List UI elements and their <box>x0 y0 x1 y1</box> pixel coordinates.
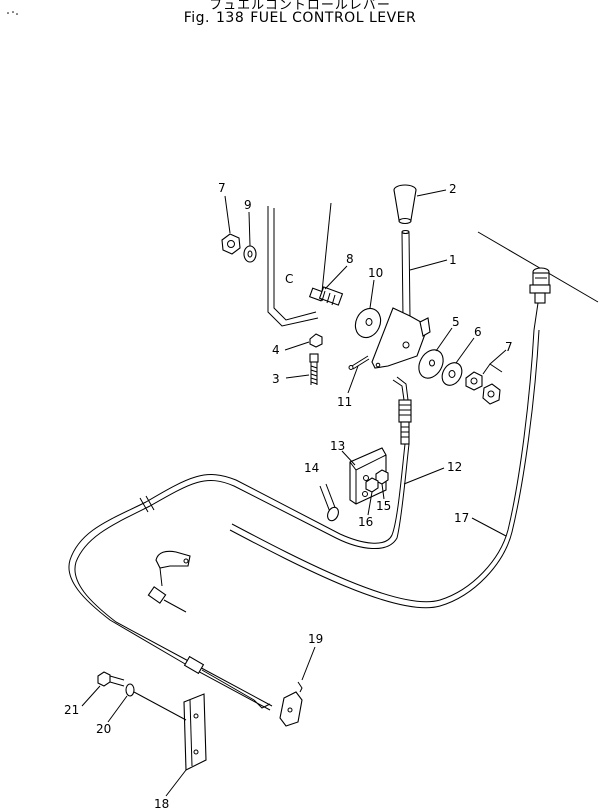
callout-13: 13 <box>330 439 345 453</box>
callout-11: 11 <box>337 395 352 409</box>
callout-4: 4 <box>272 343 280 357</box>
cable-end-fitting-lower <box>147 586 187 613</box>
nut-part-4 <box>309 333 323 348</box>
japanese-title: フュエルコントロールレバー <box>209 0 391 13</box>
disc-part-10 <box>354 307 382 339</box>
reference-line <box>477 231 599 303</box>
bracket-part-18 <box>183 693 207 771</box>
leader-4 <box>284 341 310 351</box>
figure-label: Fig. <box>183 10 210 26</box>
leader-17 <box>471 517 507 537</box>
bolt-part-14 <box>319 483 339 522</box>
leader-7-top <box>224 195 231 234</box>
callout-7-right: 7 <box>505 340 513 354</box>
callout-20: 20 <box>96 722 111 736</box>
leader-15 <box>381 483 385 500</box>
leader-11 <box>347 365 359 394</box>
link-lever-lower <box>155 550 191 587</box>
leader-8 <box>324 265 348 290</box>
callout-7-top: 7 <box>218 181 226 195</box>
figure-title-line: Fig. 138 FUEL CONTROL LEVER <box>0 10 600 26</box>
leader-1 <box>409 259 448 271</box>
leader-9 <box>248 211 251 247</box>
cable-end-fitting-middle <box>183 655 271 709</box>
nut-part-7-right <box>465 363 503 405</box>
callout-9: 9 <box>244 198 252 212</box>
callout-19: 19 <box>308 632 323 646</box>
knob-part-2 <box>393 184 417 225</box>
callout-1: 1 <box>449 253 457 267</box>
leader-10 <box>369 279 375 309</box>
assembly-line-20-18 <box>133 691 187 721</box>
scan-marks <box>7 11 18 15</box>
leader-12 <box>403 467 445 485</box>
cotter-pin-part-11 <box>348 355 370 370</box>
callout-6: 6 <box>474 325 482 339</box>
washer-part-6 <box>441 362 463 386</box>
leader-21 <box>81 685 101 707</box>
bolt-part-3 <box>309 353 319 385</box>
leader-2 <box>416 189 447 197</box>
leader-20 <box>107 695 128 723</box>
callout-12: 12 <box>447 460 462 474</box>
callout-17: 17 <box>454 511 469 525</box>
callout-21: 21 <box>64 703 79 717</box>
callout-labels: 1 2 3 4 5 6 7 7 8 9 10 11 12 13 14 15 16… <box>64 181 513 811</box>
control-cable-run <box>68 443 410 711</box>
callout-10: 10 <box>368 266 383 280</box>
nut-part-16 <box>365 477 379 493</box>
lever-part-1 <box>371 229 431 369</box>
leader-5 <box>435 327 453 352</box>
leader-3 <box>285 374 310 379</box>
bolt-part-21 <box>97 671 125 687</box>
clevis-part-19 <box>279 681 303 727</box>
leader-6 <box>455 337 475 364</box>
leader-7-right <box>489 349 507 365</box>
callout-18: 18 <box>154 797 169 811</box>
bracket-mark: C <box>285 272 293 286</box>
frame-plate: C <box>267 202 332 327</box>
nut-part-7-top <box>221 233 241 255</box>
figure-number: 138 <box>216 10 245 26</box>
callout-5: 5 <box>452 315 460 329</box>
callout-2: 2 <box>449 182 457 196</box>
figure-title: FUEL CONTROL LEVER <box>250 10 417 26</box>
leader-18 <box>165 769 187 797</box>
cable-part-12 <box>392 376 412 445</box>
callout-3: 3 <box>272 372 280 386</box>
leader-19 <box>301 646 316 681</box>
leader-16 <box>367 491 373 516</box>
callout-15: 15 <box>376 499 391 513</box>
callout-8: 8 <box>346 252 354 266</box>
bracket-part-13 <box>349 447 387 505</box>
callout-14: 14 <box>304 461 319 475</box>
leader-13 <box>341 450 356 466</box>
pivot-pin-part-8 <box>308 286 344 306</box>
callout-16: 16 <box>358 515 373 529</box>
washer-part-9 <box>243 245 257 263</box>
washer-part-20 <box>125 683 135 697</box>
washer-part-5 <box>418 349 444 379</box>
cable-part-17 <box>229 267 551 609</box>
